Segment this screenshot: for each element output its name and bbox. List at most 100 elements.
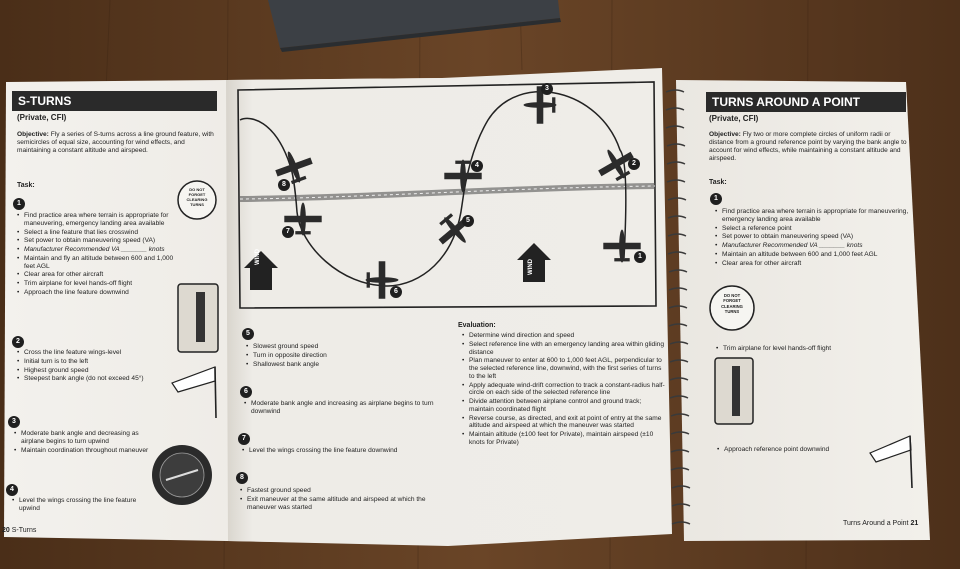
list-item: Set power to obtain maneuvering speed (V…: [17, 237, 184, 245]
list-item: Moderate bank angle and decreasing as ai…: [14, 430, 151, 446]
left-step-4-list: Level the wings crossing the line featur…: [12, 497, 149, 514]
right-trim-list: Trim airplane for level hands-off flight: [716, 345, 913, 354]
list-item: Trim airplane for level hands-off flight: [17, 280, 184, 288]
list-item: Clear area for other aircraft: [17, 271, 184, 279]
s-turns-diagram-frame: [237, 81, 657, 309]
position-5-marker: 5: [462, 215, 474, 227]
wind-arrow-left: [244, 251, 278, 290]
list-item: Approach the line feature downwind: [17, 289, 184, 297]
right-subtitle: (Private, CFI): [709, 114, 759, 123]
spiral-binding: [665, 89, 691, 525]
right-footer-title: Turns Around a Point: [843, 520, 909, 527]
list-item: Maintain an altitude between 600 and 1,0…: [715, 251, 912, 259]
wind-label-right: WIND: [528, 259, 534, 275]
middle-step-5-list: Slowest ground speed Turn in opposite di…: [246, 343, 433, 369]
right-clearing-turns-badge: [709, 285, 755, 331]
middle-step-7-number: 7: [238, 433, 250, 445]
list-item: Cross the line feature wings-level: [17, 349, 164, 357]
wind-arrow-right: [517, 243, 551, 282]
middle-step-8-number: 8: [236, 472, 248, 484]
list-item: Turn in opposite direction: [246, 352, 433, 360]
left-objective: Objective: Fly a series of S-turns acros…: [17, 131, 217, 155]
right-objective-label: Objective:: [709, 131, 741, 138]
left-subtitle: (Private, CFI): [17, 113, 67, 122]
list-item: Highest ground speed: [17, 367, 164, 375]
list-item: Clear area for other aircraft: [715, 260, 912, 268]
list-item: Fastest ground speed: [240, 487, 447, 495]
right-badge-line-4: TURNS: [724, 308, 740, 314]
list-item: Moderate bank angle and increasing as ai…: [244, 400, 441, 416]
left-step-1-number: 1: [13, 198, 25, 210]
left-badge-line-3: CLEARING: [186, 197, 208, 202]
list-item: Manufacturer Recommended VA _______ knot…: [17, 246, 184, 254]
left-step-3-number: 3: [8, 416, 20, 428]
list-item: Apply adequate wind-drift correction to …: [462, 382, 665, 398]
list-item: Level the wings crossing the line featur…: [242, 447, 449, 455]
list-item: Find practice area where terrain is appr…: [17, 212, 184, 228]
middle-step-6-list: Moderate bank angle and increasing as ai…: [244, 400, 441, 417]
position-6-marker: 6: [390, 286, 402, 298]
left-step-2-list: Cross the line feature wings-level Initi…: [17, 349, 164, 384]
middle-step-5-number: 5: [242, 328, 254, 340]
right-step-1-number: 1: [710, 193, 722, 205]
list-item: Level the wings crossing the line featur…: [12, 497, 149, 513]
middle-step-6-number: 6: [240, 386, 252, 398]
evaluation-list: Determine wind direction and speed Selec…: [462, 332, 665, 448]
left-task-label: Task:: [17, 182, 35, 189]
list-item: Maintain altitude (±100 feet for Private…: [462, 431, 665, 447]
right-task-label: Task:: [709, 179, 727, 186]
right-badge-line-2: FORGET: [723, 298, 741, 304]
right-step-1-list: Find practice area where terrain is appr…: [715, 208, 912, 268]
left-step-2-number: 2: [12, 336, 24, 348]
right-approach-list: Approach reference point downwind: [717, 446, 874, 455]
list-item: Steepest bank angle (do not exceed 45°): [17, 375, 164, 383]
left-step-3-list: Moderate bank angle and decreasing as ai…: [14, 430, 151, 455]
right-badge-line-1: DO NOT: [723, 293, 741, 298]
position-2-marker: 2: [628, 158, 640, 170]
right-badge-line-3: CLEARING: [721, 303, 743, 309]
list-item: Divide attention between airplane contro…: [462, 398, 665, 414]
list-item: Initial turn is to the left: [17, 358, 164, 366]
middle-step-8-list: Fastest ground speed Exit maneuver at th…: [240, 487, 447, 512]
left-footer: 20 S-Turns: [2, 527, 36, 534]
list-item: Select a line feature that lies crosswin…: [17, 229, 184, 237]
position-3-marker: 3: [541, 83, 553, 95]
list-item: Slowest ground speed: [246, 343, 433, 351]
list-item: Reverse course, as directed, and exit at…: [462, 415, 665, 431]
list-item: Maintain coordination throughout maneuve…: [14, 447, 151, 455]
left-page-number: 20: [2, 527, 10, 534]
list-item: Determine wind direction and speed: [462, 332, 665, 340]
right-badge-text: DO NOT FORGET CLEARING TURNS: [717, 293, 747, 314]
middle-step-7-list: Level the wings crossing the line featur…: [242, 447, 449, 456]
position-8-marker: 8: [278, 179, 290, 191]
list-item: Maintain and fly an altitude between 600…: [17, 255, 184, 271]
left-badge-line-4: TURNS: [190, 202, 204, 207]
list-item: Exit maneuver at the same altitude and a…: [240, 496, 447, 512]
left-badge-line-1: DO NOT: [189, 187, 205, 192]
list-item: Select reference line with an emergency …: [462, 341, 665, 357]
left-badge-text: DO NOT FORGET CLEARING TURNS: [183, 187, 211, 207]
list-item: Trim airplane for level hands-off flight: [716, 345, 913, 353]
left-footer-title: S-Turns: [11, 527, 37, 534]
position-1-marker: 1: [634, 251, 646, 263]
right-objective-text: Fly two or more complete circles of unif…: [709, 131, 907, 162]
right-footer: Turns Around a Point 21: [843, 520, 918, 527]
position-4-marker: 4: [471, 160, 483, 172]
s-turn-ground-track: [239, 90, 627, 287]
left-clearing-turns-badge: [177, 180, 217, 220]
right-objective: Objective: Fly two or more complete circ…: [709, 131, 909, 163]
list-item: Plan maneuver to enter at 600 to 1,000 f…: [462, 357, 665, 380]
left-badge-line-2: FORGET: [188, 192, 206, 197]
right-page-number: 21: [910, 520, 919, 527]
right-page: [676, 80, 930, 541]
position-7-marker: 7: [282, 226, 294, 238]
dark-book: [268, 0, 560, 48]
wind-label-left: WIND: [255, 249, 261, 265]
left-objective-text: Fly a series of S-turns across a line gr…: [17, 131, 214, 154]
list-item: Shallowest bank angle: [246, 361, 433, 369]
left-step-1-list: Find practice area where terrain is appr…: [17, 212, 184, 298]
list-item: Find practice area where terrain is appr…: [715, 208, 912, 224]
list-item: Select a reference point: [715, 225, 912, 233]
list-item: Set power to obtain maneuvering speed (V…: [715, 233, 912, 241]
